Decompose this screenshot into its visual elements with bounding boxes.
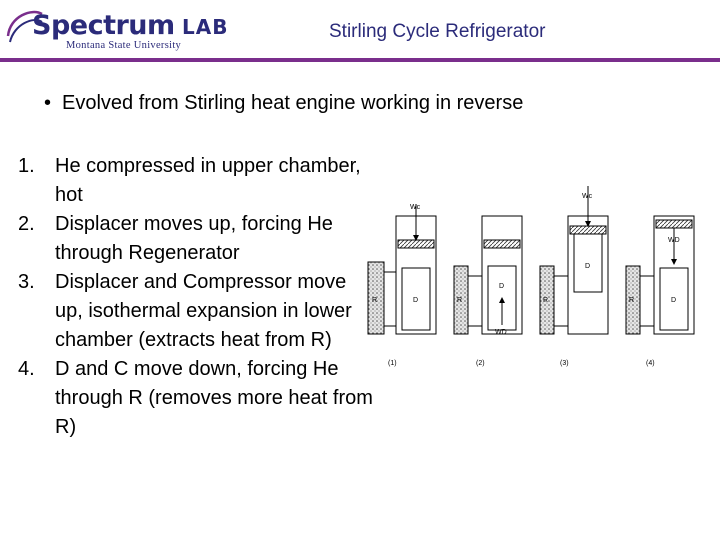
connector: [554, 275, 568, 327]
displacer-label: D: [413, 297, 418, 304]
displacer: [659, 267, 689, 331]
regenerator: [539, 265, 555, 335]
displacer: [401, 267, 431, 331]
slide-title: Stirling Cycle Refrigerator: [329, 21, 546, 42]
cylinder: [653, 215, 695, 335]
step-text: D and C move down, forcing He through R …: [55, 358, 373, 438]
work-c-label: Wc: [410, 204, 421, 211]
stirling-cycle-diagram: R D Wc (1) R D WD (2) R D Wc (3): [367, 186, 695, 367]
regenerator-label: R: [629, 297, 634, 304]
displacer-label: D: [585, 263, 590, 270]
work-d-label: WD: [668, 237, 680, 244]
displacer: [573, 233, 603, 293]
regenerator: [453, 265, 469, 335]
step-text: He compressed in upper chamber, hot: [55, 155, 361, 206]
stage-3: R D Wc (3): [539, 186, 609, 367]
list-item: 3. Displacer and Compressor move up, isot…: [14, 268, 374, 355]
stage-label: (4): [646, 360, 655, 367]
compressor-piston: [397, 239, 435, 249]
displacer-label: D: [499, 283, 504, 290]
compressor-piston: [655, 219, 693, 229]
regenerator-label: R: [372, 297, 377, 304]
regenerator-label: R: [543, 297, 548, 304]
step-text: Displacer moves up, forcing He through R…: [55, 213, 333, 264]
stage-label: (3): [560, 360, 569, 367]
connector: [640, 275, 654, 327]
connector: [384, 271, 396, 327]
step-text: Displacer and Compressor move up, isothe…: [55, 271, 352, 351]
regenerator-label: R: [457, 297, 462, 304]
work-d-label: WD: [495, 329, 507, 336]
logo-subtitle: Montana State University: [66, 40, 182, 51]
step-number: 1.: [18, 155, 35, 177]
list-item: 4. D and C move down, forcing He through …: [14, 355, 374, 442]
list-item: 1. He compressed in upper chamber, hot: [14, 152, 374, 210]
step-number: 3.: [18, 271, 35, 293]
stage-4: R D WD (4): [625, 215, 695, 367]
stage-label: (1): [388, 360, 397, 367]
intro-bullet: • Evolved from Stirling heat engine worki…: [44, 92, 523, 115]
bullet-dot: •: [44, 92, 52, 114]
intro-bullet-text: Evolved from Stirling heat engine workin…: [62, 92, 524, 114]
logo-wordmark: Spectrum: [32, 10, 175, 41]
regenerator: [625, 265, 641, 335]
cycle-steps-list: 1. He compressed in upper chamber, hot 2.…: [14, 152, 374, 442]
stage-2: R D WD (2): [453, 215, 523, 367]
logo-lab-text: LAB: [182, 15, 229, 39]
step-number: 2.: [18, 213, 35, 235]
stage-1: R D Wc (1): [367, 204, 437, 367]
work-c-label: Wc: [582, 193, 593, 200]
step-number: 4.: [18, 358, 35, 380]
stage-label: (2): [476, 360, 485, 367]
cylinder: [481, 215, 523, 335]
displacer: [487, 265, 517, 331]
regenerator: [367, 261, 385, 335]
compressor-piston: [483, 239, 521, 249]
displacer-label: D: [671, 297, 676, 304]
connector: [468, 275, 482, 327]
header-divider: [0, 58, 720, 62]
slide-header: Spectrum LAB Montana State University St…: [0, 0, 720, 62]
spectrum-lab-logo: Spectrum LAB Montana State University: [4, 6, 240, 54]
compressor-piston: [569, 225, 607, 235]
logo-swoosh-icon: [6, 10, 43, 43]
list-item: 2. Displacer moves up, forcing He through…: [14, 210, 374, 268]
